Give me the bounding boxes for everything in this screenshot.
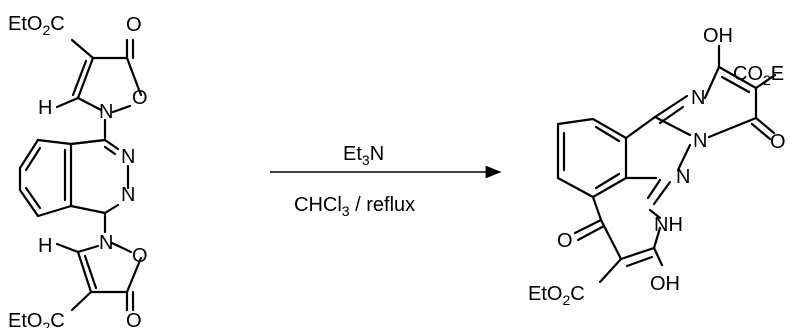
bottom-carbonyl-o: O: [126, 310, 142, 328]
bridge-n-label: N: [693, 130, 707, 152]
bottom-ring-o: O: [132, 245, 148, 267]
carbonyl-o-right-label: O: [770, 131, 786, 153]
product-molecule: OH CO2E N O N N NH O EtO2C OH: [528, 25, 786, 308]
bottom-ring-n: N: [99, 232, 113, 254]
top-ring-o: O: [132, 87, 148, 109]
reactant-molecule: EtO2C O H O N N N N H O EtO2C O: [8, 13, 148, 328]
pyrimidine-n-label: N: [691, 87, 705, 109]
bottom-h: H: [38, 235, 52, 257]
bottom-isoxazolone-bonds: [55, 241, 143, 312]
reagent-label: Et3N: [343, 143, 384, 168]
top-ring-n: N: [99, 101, 113, 123]
top-ester-label: EtO2C: [8, 13, 65, 38]
phthalazine-bonds: [18, 138, 130, 234]
solvent-label: CHCl3 / reflux: [294, 194, 415, 219]
bottom-ester-label: EtO2C: [8, 310, 65, 328]
top-isoxazolone-bonds: [55, 38, 143, 140]
ester-right-label: CO2E: [733, 63, 784, 88]
nh-label: NH: [654, 214, 683, 236]
ester-bottom-label: EtO2C: [528, 283, 585, 308]
triazine-n-label: N: [676, 166, 690, 188]
product-bonds: [556, 44, 777, 284]
oh-bottom-label: OH: [650, 273, 680, 295]
ketone-o-label: O: [557, 230, 573, 252]
pyridazine-n1: N: [121, 146, 135, 168]
oh-top-label: OH: [703, 25, 733, 47]
reaction-arrow-group: Et3N CHCl3 / reflux: [270, 143, 502, 219]
top-h: H: [38, 97, 52, 119]
top-carbonyl-o: O: [126, 14, 142, 36]
pyridazine-n2: N: [121, 184, 135, 206]
